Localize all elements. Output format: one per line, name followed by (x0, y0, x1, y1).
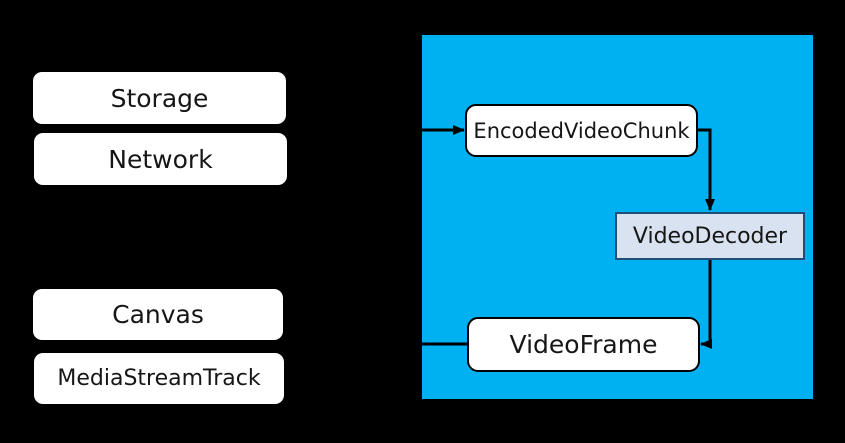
mediastreamtrack-box: MediaStreamTrack (34, 353, 284, 404)
videodecoder-box: VideoDecoder (615, 212, 805, 260)
encodedvideochunk-label: EncodedVideoChunk (473, 118, 690, 143)
videoframe-box: VideoFrame (467, 317, 700, 372)
network-box: Network (34, 133, 287, 185)
videodecoder-label: VideoDecoder (632, 223, 788, 249)
canvas-box: Canvas (33, 289, 283, 340)
videoframe-label: VideoFrame (509, 330, 658, 359)
network-label: Network (108, 144, 213, 174)
encodedvideochunk-box: EncodedVideoChunk (465, 104, 698, 157)
canvas-label: Canvas (112, 300, 204, 329)
mediastreamtrack-label: MediaStreamTrack (57, 366, 261, 391)
storage-label: Storage (110, 83, 209, 113)
storage-box: Storage (33, 72, 286, 124)
